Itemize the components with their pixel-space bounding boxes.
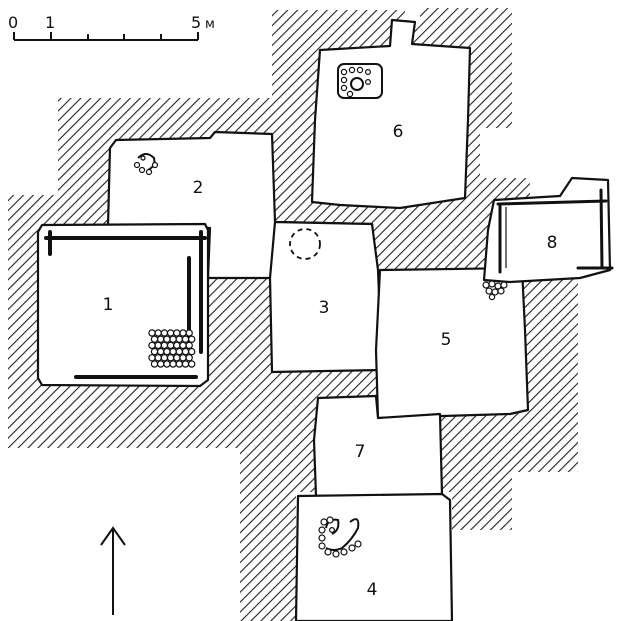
room-label-2: 2	[193, 178, 204, 198]
stone	[156, 335, 165, 343]
stone	[148, 329, 156, 337]
stone	[154, 329, 162, 337]
room-label-6: 6	[393, 122, 404, 142]
stone	[181, 335, 190, 343]
stone	[163, 360, 171, 368]
room-1-stone-cluster	[148, 329, 196, 368]
room-6-hearth	[337, 63, 383, 99]
stone	[166, 341, 175, 350]
stone	[173, 329, 181, 337]
stone	[163, 347, 171, 356]
stone	[169, 335, 177, 343]
stone	[150, 360, 159, 368]
stone	[169, 360, 177, 368]
north-arrow-icon	[100, 526, 126, 615]
stone	[160, 341, 169, 350]
room-3-pit	[289, 228, 321, 260]
room-7-outline	[312, 394, 444, 498]
room-4-outline	[294, 492, 454, 621]
stone	[181, 360, 190, 368]
stone	[175, 335, 183, 343]
stone	[169, 347, 177, 356]
stone	[185, 329, 193, 337]
stone	[160, 354, 169, 362]
room-label-1: 1	[103, 295, 114, 315]
room-5-stones	[482, 280, 508, 301]
stone	[179, 329, 187, 337]
stone	[173, 354, 181, 362]
room-1-outline	[36, 222, 210, 388]
stone	[154, 354, 162, 362]
stone	[156, 360, 165, 368]
stone	[148, 354, 156, 362]
stone	[175, 347, 183, 356]
room-labels: 1 2 3 4 5 6 7 8	[103, 122, 558, 600]
room-6-outline	[310, 18, 472, 210]
room-features	[44, 63, 614, 558]
room-8-frame	[496, 188, 614, 274]
stone	[160, 329, 169, 337]
stone	[175, 360, 183, 368]
room-2-hearth	[133, 153, 159, 176]
stone	[154, 341, 162, 350]
stone	[163, 335, 171, 343]
stone	[156, 347, 165, 356]
stone	[173, 341, 181, 350]
stone	[179, 341, 187, 350]
scale-label-zero: 0	[8, 13, 18, 32]
room-4-hearth	[318, 516, 362, 558]
stone	[148, 341, 156, 350]
room-label-8: 8	[547, 233, 558, 253]
stone	[187, 360, 196, 368]
room-3-outline	[268, 220, 384, 374]
stone	[187, 347, 196, 356]
stone	[187, 335, 196, 343]
room-label-3: 3	[319, 298, 330, 318]
scale-label-five: 5	[191, 13, 201, 32]
scale-bar: 0 1 5 м	[8, 13, 215, 41]
scale-label-one: 1	[45, 13, 55, 32]
stone	[185, 341, 193, 350]
stone	[185, 354, 193, 362]
stone	[166, 354, 175, 362]
stone	[150, 347, 159, 356]
stone	[181, 347, 190, 356]
stone	[179, 354, 187, 362]
room-label-7: 7	[355, 442, 366, 462]
room-label-5: 5	[441, 330, 452, 350]
stone	[150, 335, 159, 343]
stone	[166, 329, 175, 337]
scale-label-unit: м	[205, 17, 215, 32]
room-label-4: 4	[367, 580, 378, 600]
room-5-outline	[374, 266, 530, 420]
